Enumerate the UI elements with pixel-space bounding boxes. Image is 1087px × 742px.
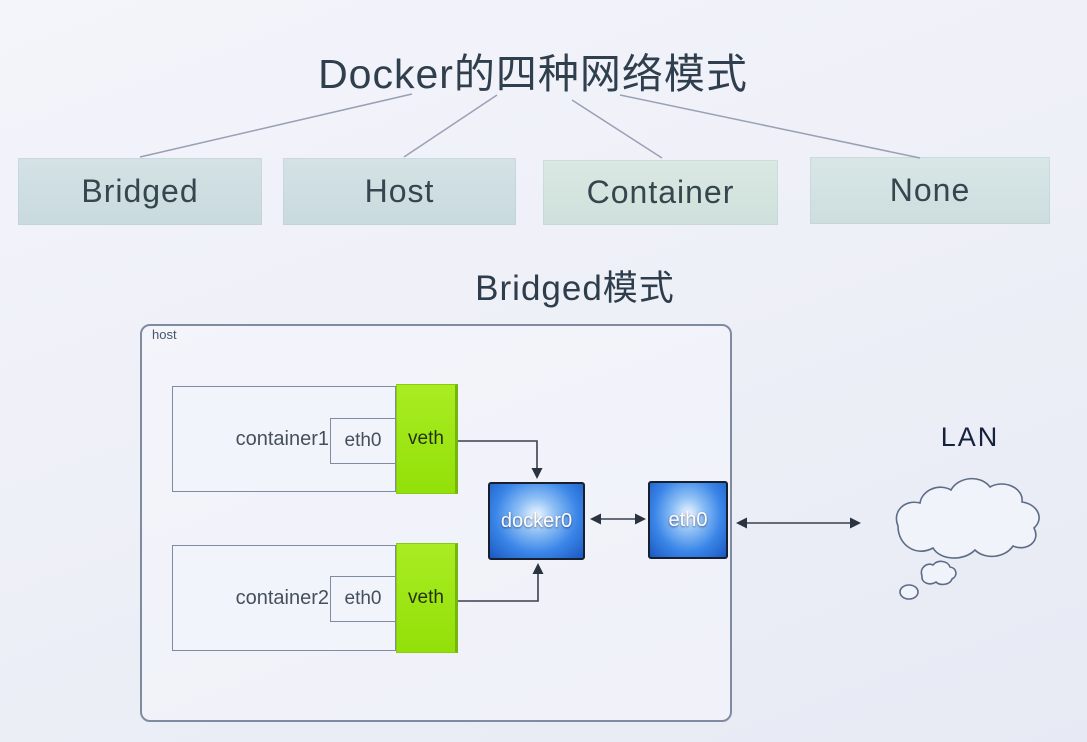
mode-box-bridged: Bridged [18, 158, 262, 225]
container2-veth-box: veth [396, 543, 458, 653]
section-title: Bridged模式 [475, 269, 675, 308]
arrowhead-right-lan [850, 517, 861, 529]
container1-eth0-box: eth0 [330, 418, 396, 464]
container2-label: container2 [235, 586, 329, 609]
docker0-label: docker0 [500, 509, 573, 532]
mode-label-host: Host [364, 173, 435, 209]
page-title: Docker的四种网络模式 [318, 51, 748, 97]
mode-box-container: Container [543, 160, 778, 225]
mode-label-bridged: Bridged [81, 173, 199, 209]
host-eth0-node: eth0 [648, 481, 728, 559]
container2-eth0-label: eth0 [344, 588, 382, 609]
connector-line-none [619, 94, 921, 159]
lan-cloud-bubble-small [899, 584, 919, 600]
mode-box-none: None [810, 157, 1050, 224]
mode-label-container: Container [586, 174, 735, 210]
container1-label: container1 [235, 427, 329, 450]
container1-eth0-label: eth0 [344, 430, 382, 451]
connector-line-bridged [139, 93, 413, 158]
lan-cloud [895, 477, 1040, 600]
arrowhead-left-eth0 [736, 517, 747, 529]
connector-line-container [571, 99, 663, 159]
container1-veth-box: veth [396, 384, 458, 494]
lan-cloud-body [895, 477, 1040, 559]
lan-cloud-bubble-mid [920, 560, 957, 586]
title-connector-lines [139, 93, 921, 159]
mode-label-none: None [889, 172, 971, 208]
docker0-node: docker0 [488, 482, 585, 560]
connector-line-host [403, 94, 498, 158]
container1-veth-label: veth [408, 428, 444, 449]
container2-veth-label: veth [408, 587, 444, 608]
mode-box-host: Host [283, 158, 516, 225]
host-label: host [152, 327, 177, 342]
host-eth0-label: eth0 [668, 508, 708, 531]
lan-label: LAN [940, 422, 1000, 452]
container2-eth0-box: eth0 [330, 576, 396, 622]
